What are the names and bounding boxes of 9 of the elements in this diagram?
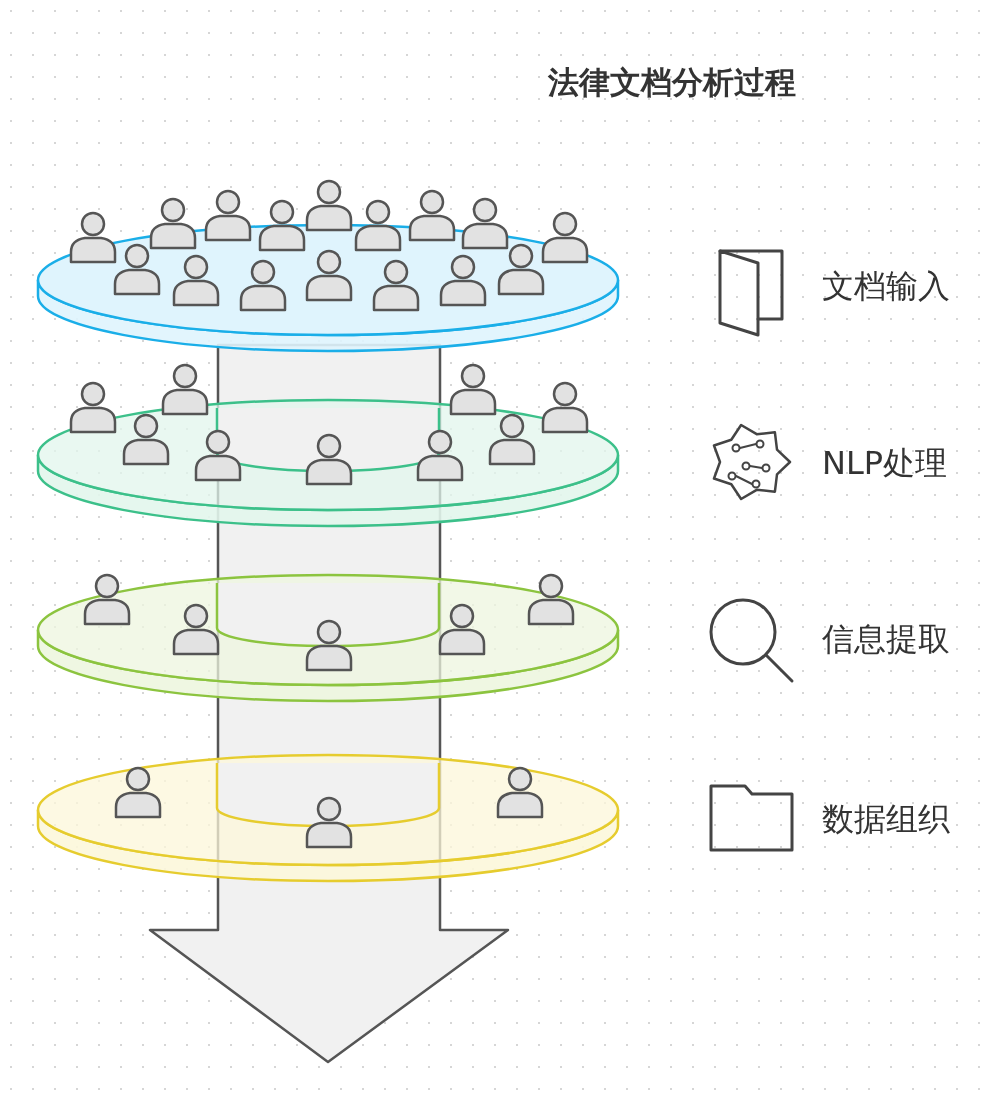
layer-label: 数据组织 <box>822 799 950 840</box>
layer-label: 信息提取 <box>822 619 950 660</box>
diagram-title: 法律文档分析过程 <box>548 63 796 102</box>
layer-disc <box>36 223 620 353</box>
layer-disc <box>36 753 620 883</box>
layer-label: NLP处理 <box>822 443 948 484</box>
layer-disc <box>36 398 620 528</box>
layer-disc <box>36 573 620 703</box>
layer-label: 文档输入 <box>822 266 950 307</box>
